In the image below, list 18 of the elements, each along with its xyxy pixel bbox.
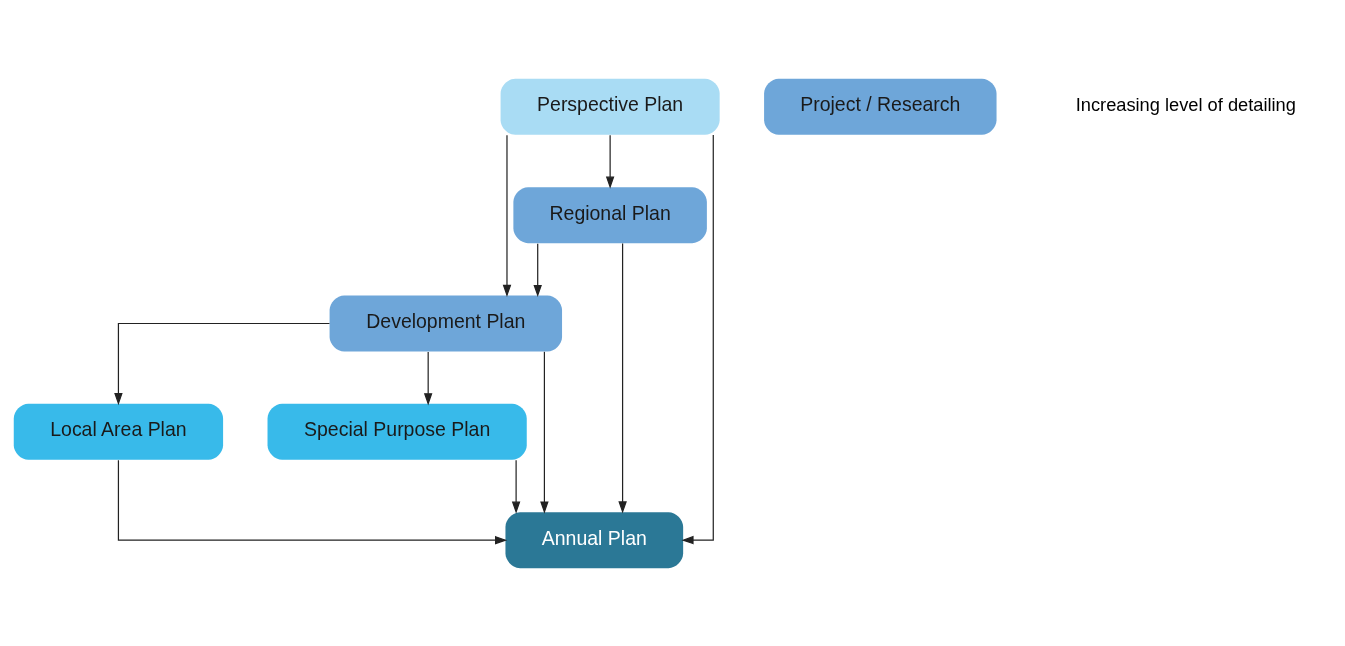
arrow [605,134,615,189]
node-box: Project / Research [764,78,997,135]
arrow [423,350,433,405]
arrow [533,242,542,297]
label: Increasing level of detailing [1075,93,1296,115]
arrow [114,322,331,405]
arrow [502,134,512,297]
arrow [540,350,549,514]
node-box: Special Purpose Plan [267,403,527,460]
node-box: Regional Plan [513,186,707,243]
arrow [117,459,508,544]
node-box: Annual Plan [505,511,684,568]
arrow [511,459,521,514]
node-box: Development Plan [329,295,563,351]
arrow [618,242,627,514]
arrow [681,133,714,544]
node-box: Local Area Plan [13,403,224,460]
node-box: Perspective Plan [500,78,720,135]
